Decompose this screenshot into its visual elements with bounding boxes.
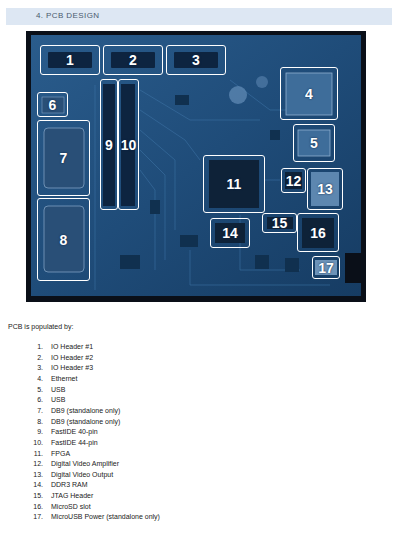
list-item: DB9 (standalone only) <box>51 418 120 426</box>
callout-number: 10 <box>121 138 137 152</box>
list-number: 9. <box>30 428 43 436</box>
callout-box: 4 <box>280 67 338 120</box>
callout-box: 9 <box>100 79 118 210</box>
list-item: USB <box>51 386 65 394</box>
list-item: Digital Video Output <box>51 471 113 479</box>
callout-box: 6 <box>37 92 68 117</box>
list-item: IO Header #3 <box>51 364 93 372</box>
callout-box: 10 <box>118 79 139 210</box>
list-number: 7. <box>30 407 43 415</box>
callout-number: 2 <box>129 53 137 67</box>
callout-number: 5 <box>310 136 318 150</box>
list-number: 8. <box>30 418 43 426</box>
list-item: DB9 (standalone only) <box>51 407 120 415</box>
callout-number: 4 <box>305 87 313 101</box>
callout-box: 15 <box>262 213 297 233</box>
list-item: FPGA <box>51 450 70 458</box>
list-number: 16. <box>30 503 43 511</box>
list-item: MicroSD slot <box>51 503 91 511</box>
callout-number: 14 <box>222 226 238 240</box>
list-item: USB <box>51 396 65 404</box>
list-number: 5. <box>30 386 43 394</box>
callout-box: 8 <box>37 198 90 281</box>
list-item: IO Header #1 <box>51 343 93 351</box>
list-number: 2. <box>30 354 43 362</box>
callout-box: 14 <box>210 218 250 248</box>
list-item: JTAG Header <box>51 492 93 500</box>
list-item: IO Header #2 <box>51 354 93 362</box>
intro-text: PCB is populated by: <box>8 323 73 331</box>
callout-box: 3 <box>166 45 226 75</box>
list-number: 13. <box>30 471 43 479</box>
callout-box: 7 <box>37 120 90 196</box>
callout-number: 17 <box>318 261 334 275</box>
callout-number: 9 <box>105 138 113 152</box>
callout-number: 12 <box>286 174 302 188</box>
callout-number: 7 <box>60 151 68 165</box>
list-number: 3. <box>30 364 43 372</box>
list-item: FastIDE 40-pin <box>51 428 98 436</box>
callout-box: 2 <box>103 45 163 75</box>
callout-number: 15 <box>272 216 288 230</box>
list-item: FastIDE 44-pin <box>51 439 98 447</box>
list-number: 6. <box>30 396 43 404</box>
list-number: 11. <box>30 450 43 458</box>
callout-number: 6 <box>49 98 57 112</box>
callout-number: 13 <box>317 182 333 196</box>
list-number: 10. <box>30 439 43 447</box>
list-number: 14. <box>30 481 43 489</box>
callout-number: 16 <box>310 226 326 240</box>
callout-box: 13 <box>307 168 343 210</box>
callout-box: 12 <box>281 168 306 193</box>
list-number: 1. <box>30 343 43 351</box>
list-number: 12. <box>30 460 43 468</box>
callout-number: 8 <box>60 233 68 247</box>
list-number: 17. <box>30 513 43 521</box>
callout-box: 11 <box>203 155 265 213</box>
list-item: DDR3 RAM <box>51 481 88 489</box>
callout-number: 1 <box>66 53 74 67</box>
callout-number: 11 <box>227 177 242 191</box>
callout-number: 3 <box>192 53 200 67</box>
section-title: 4. PCB DESIGN <box>36 11 99 20</box>
list-item: Digital Video Amplifier <box>51 460 119 468</box>
list-number: 15. <box>30 492 43 500</box>
list-item: MicroUSB Power (standalone only) <box>51 513 160 521</box>
list-number: 4. <box>30 375 43 383</box>
list-item: Ethernet <box>51 375 77 383</box>
callout-box: 1 <box>40 45 100 75</box>
callout-box: 5 <box>293 124 335 162</box>
callout-box: 16 <box>297 213 339 252</box>
callout-box: 17 <box>312 256 340 279</box>
